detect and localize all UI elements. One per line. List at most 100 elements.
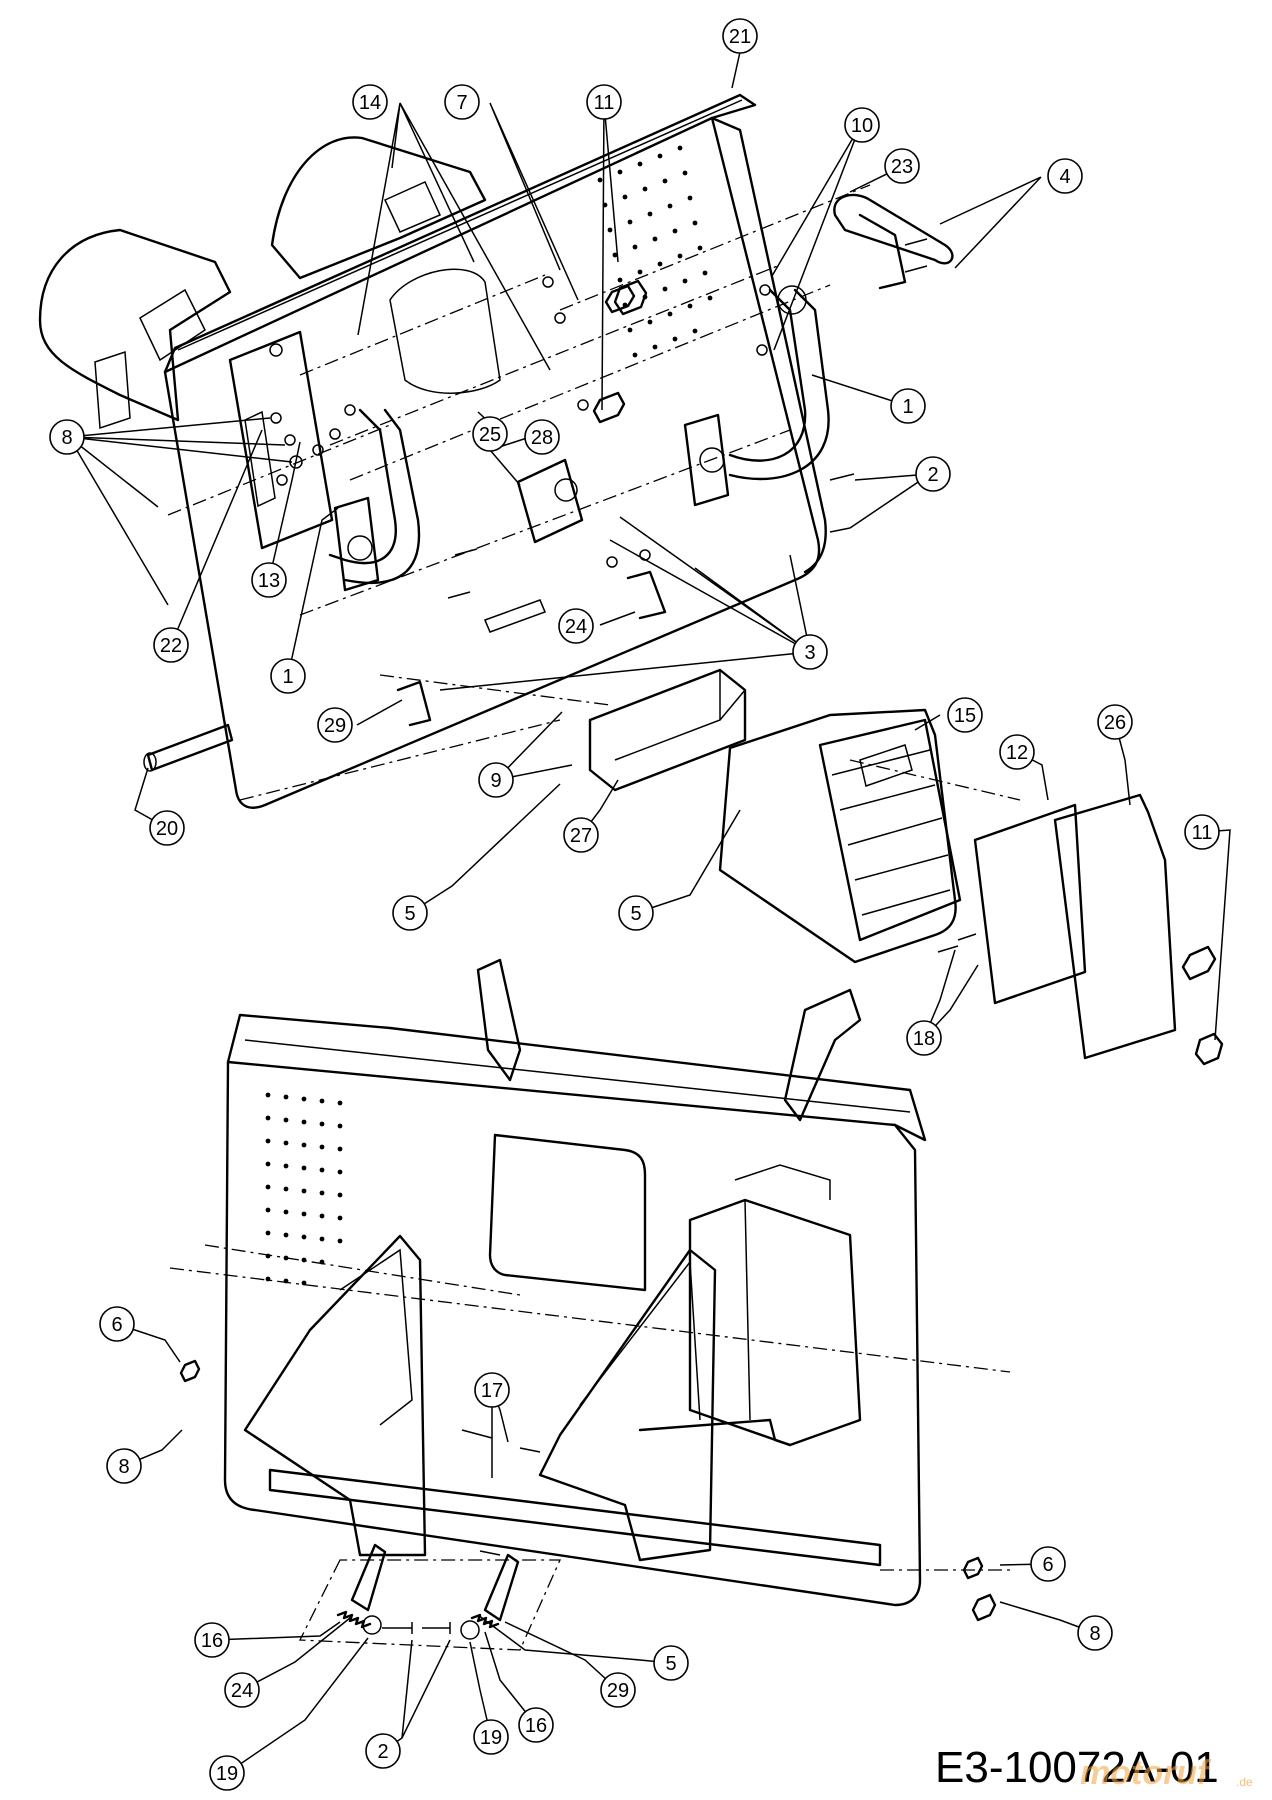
callout-label: 2 bbox=[927, 464, 938, 486]
callout-8: 8 bbox=[106, 1448, 142, 1484]
callout-label: 11 bbox=[594, 92, 615, 114]
switch-plate bbox=[516, 458, 584, 544]
callout-label: 9 bbox=[490, 770, 501, 792]
callout-8: 8 bbox=[1077, 1615, 1113, 1651]
rear-bracket-right bbox=[538, 1248, 717, 1562]
lever-arm-right bbox=[728, 288, 807, 462]
callout-circle bbox=[251, 562, 287, 598]
callout-22: 22 bbox=[153, 627, 189, 663]
upper-side-panel bbox=[270, 136, 487, 280]
callout-label: 24 bbox=[565, 616, 587, 638]
rear-bottom-rod bbox=[268, 1468, 882, 1567]
callout-label: 1 bbox=[282, 666, 293, 688]
washer-19-left bbox=[362, 1615, 382, 1635]
callout-27: 27 bbox=[563, 817, 599, 853]
callout-19: 19 bbox=[209, 1755, 245, 1791]
figure-code: E3-10072A-01 bbox=[935, 1743, 1219, 1792]
callout-15: 15 bbox=[947, 697, 983, 733]
rear-top-flange bbox=[226, 1013, 927, 1142]
lower-assembly bbox=[179, 958, 997, 1651]
vent-holes-upper bbox=[597, 145, 713, 358]
callout-16: 16 bbox=[518, 1707, 554, 1743]
callout-17: 17 bbox=[474, 1372, 510, 1408]
callout-label: 8 bbox=[1089, 1623, 1100, 1645]
callout-label: 6 bbox=[1042, 1554, 1053, 1576]
spring-clip-29 bbox=[396, 680, 432, 727]
callout-2: 2 bbox=[915, 456, 951, 492]
washer-19-right bbox=[460, 1620, 480, 1640]
callout-label: 24 bbox=[231, 1680, 253, 1702]
callout-label: 4 bbox=[1059, 166, 1070, 188]
callout-circle bbox=[558, 608, 594, 644]
watermark-suffix: .de bbox=[1236, 1775, 1253, 1789]
callout-circle bbox=[999, 734, 1035, 770]
callout-12: 12 bbox=[999, 734, 1035, 770]
callout-23: 23 bbox=[884, 148, 920, 184]
callout-label: 27 bbox=[570, 825, 592, 847]
callout-label: 11 bbox=[1192, 822, 1213, 844]
rear-lever-right bbox=[783, 988, 862, 1122]
callout-13: 13 bbox=[251, 562, 287, 598]
callout-1: 1 bbox=[270, 658, 306, 694]
lever-pivot-plate-left bbox=[333, 496, 380, 592]
callout-label: 17 bbox=[481, 1380, 503, 1402]
callout-7: 7 bbox=[444, 84, 480, 120]
callout-label: 26 bbox=[1104, 712, 1126, 734]
callout-circle bbox=[99, 1306, 135, 1342]
callout-circle bbox=[653, 1645, 689, 1681]
callout-16: 16 bbox=[194, 1622, 230, 1658]
callout-6: 6 bbox=[99, 1306, 135, 1342]
callout-label: 5 bbox=[630, 903, 641, 925]
callout-label: 5 bbox=[665, 1653, 676, 1675]
callout-label: 1 bbox=[902, 396, 913, 418]
callout-circle bbox=[563, 817, 599, 853]
callout-circle bbox=[472, 416, 508, 452]
callout-circle bbox=[600, 1672, 636, 1708]
callout-21: 21 bbox=[722, 18, 758, 54]
callout-11: 11 bbox=[1184, 814, 1220, 850]
callout-18: 18 bbox=[906, 1020, 942, 1056]
pawl-24 bbox=[350, 1543, 387, 1612]
support-rod bbox=[146, 723, 234, 772]
left-side-panel bbox=[38, 228, 232, 422]
callout-11: 11 bbox=[586, 84, 622, 120]
callout-8: 8 bbox=[49, 419, 85, 455]
callout-circle bbox=[444, 84, 480, 120]
assembly-center-lines bbox=[167, 184, 1021, 1571]
callout-circle bbox=[149, 810, 185, 846]
cover-plate-12 bbox=[973, 803, 1087, 1005]
callout-28: 28 bbox=[524, 419, 560, 455]
callout-5: 5 bbox=[392, 895, 428, 931]
callout-label: 25 bbox=[479, 424, 501, 446]
callout-24: 24 bbox=[224, 1672, 260, 1708]
rear-storage-box bbox=[688, 1198, 862, 1447]
callout-5: 5 bbox=[653, 1645, 689, 1681]
lever-arm-left bbox=[328, 408, 397, 565]
callout-circle bbox=[722, 18, 758, 54]
callout-19: 19 bbox=[473, 1719, 509, 1755]
callout-label: 29 bbox=[324, 715, 346, 737]
upper-assembly bbox=[38, 93, 1224, 1571]
callout-circle bbox=[1097, 704, 1133, 740]
callout-29: 29 bbox=[317, 707, 353, 743]
callout-10: 10 bbox=[844, 107, 880, 143]
spring-clip-24 bbox=[626, 570, 667, 620]
callout-label: 23 bbox=[891, 156, 913, 178]
callout-6: 6 bbox=[1030, 1546, 1066, 1582]
callout-20: 20 bbox=[149, 810, 185, 846]
callout-circle bbox=[224, 1672, 260, 1708]
callout-5: 5 bbox=[618, 895, 654, 931]
callout-circle bbox=[106, 1448, 142, 1484]
callout-25: 25 bbox=[472, 416, 508, 452]
callout-circle bbox=[1077, 1615, 1113, 1651]
callout-circle bbox=[352, 84, 388, 120]
callout-circle bbox=[392, 895, 428, 931]
callout-label: 8 bbox=[118, 1456, 129, 1478]
callout-label: 6 bbox=[111, 1314, 122, 1336]
mount-bracket bbox=[588, 668, 747, 792]
callout-circle bbox=[947, 697, 983, 733]
callout-3: 3 bbox=[792, 634, 828, 670]
callout-label: 20 bbox=[156, 818, 178, 840]
callout-9: 9 bbox=[478, 762, 514, 798]
